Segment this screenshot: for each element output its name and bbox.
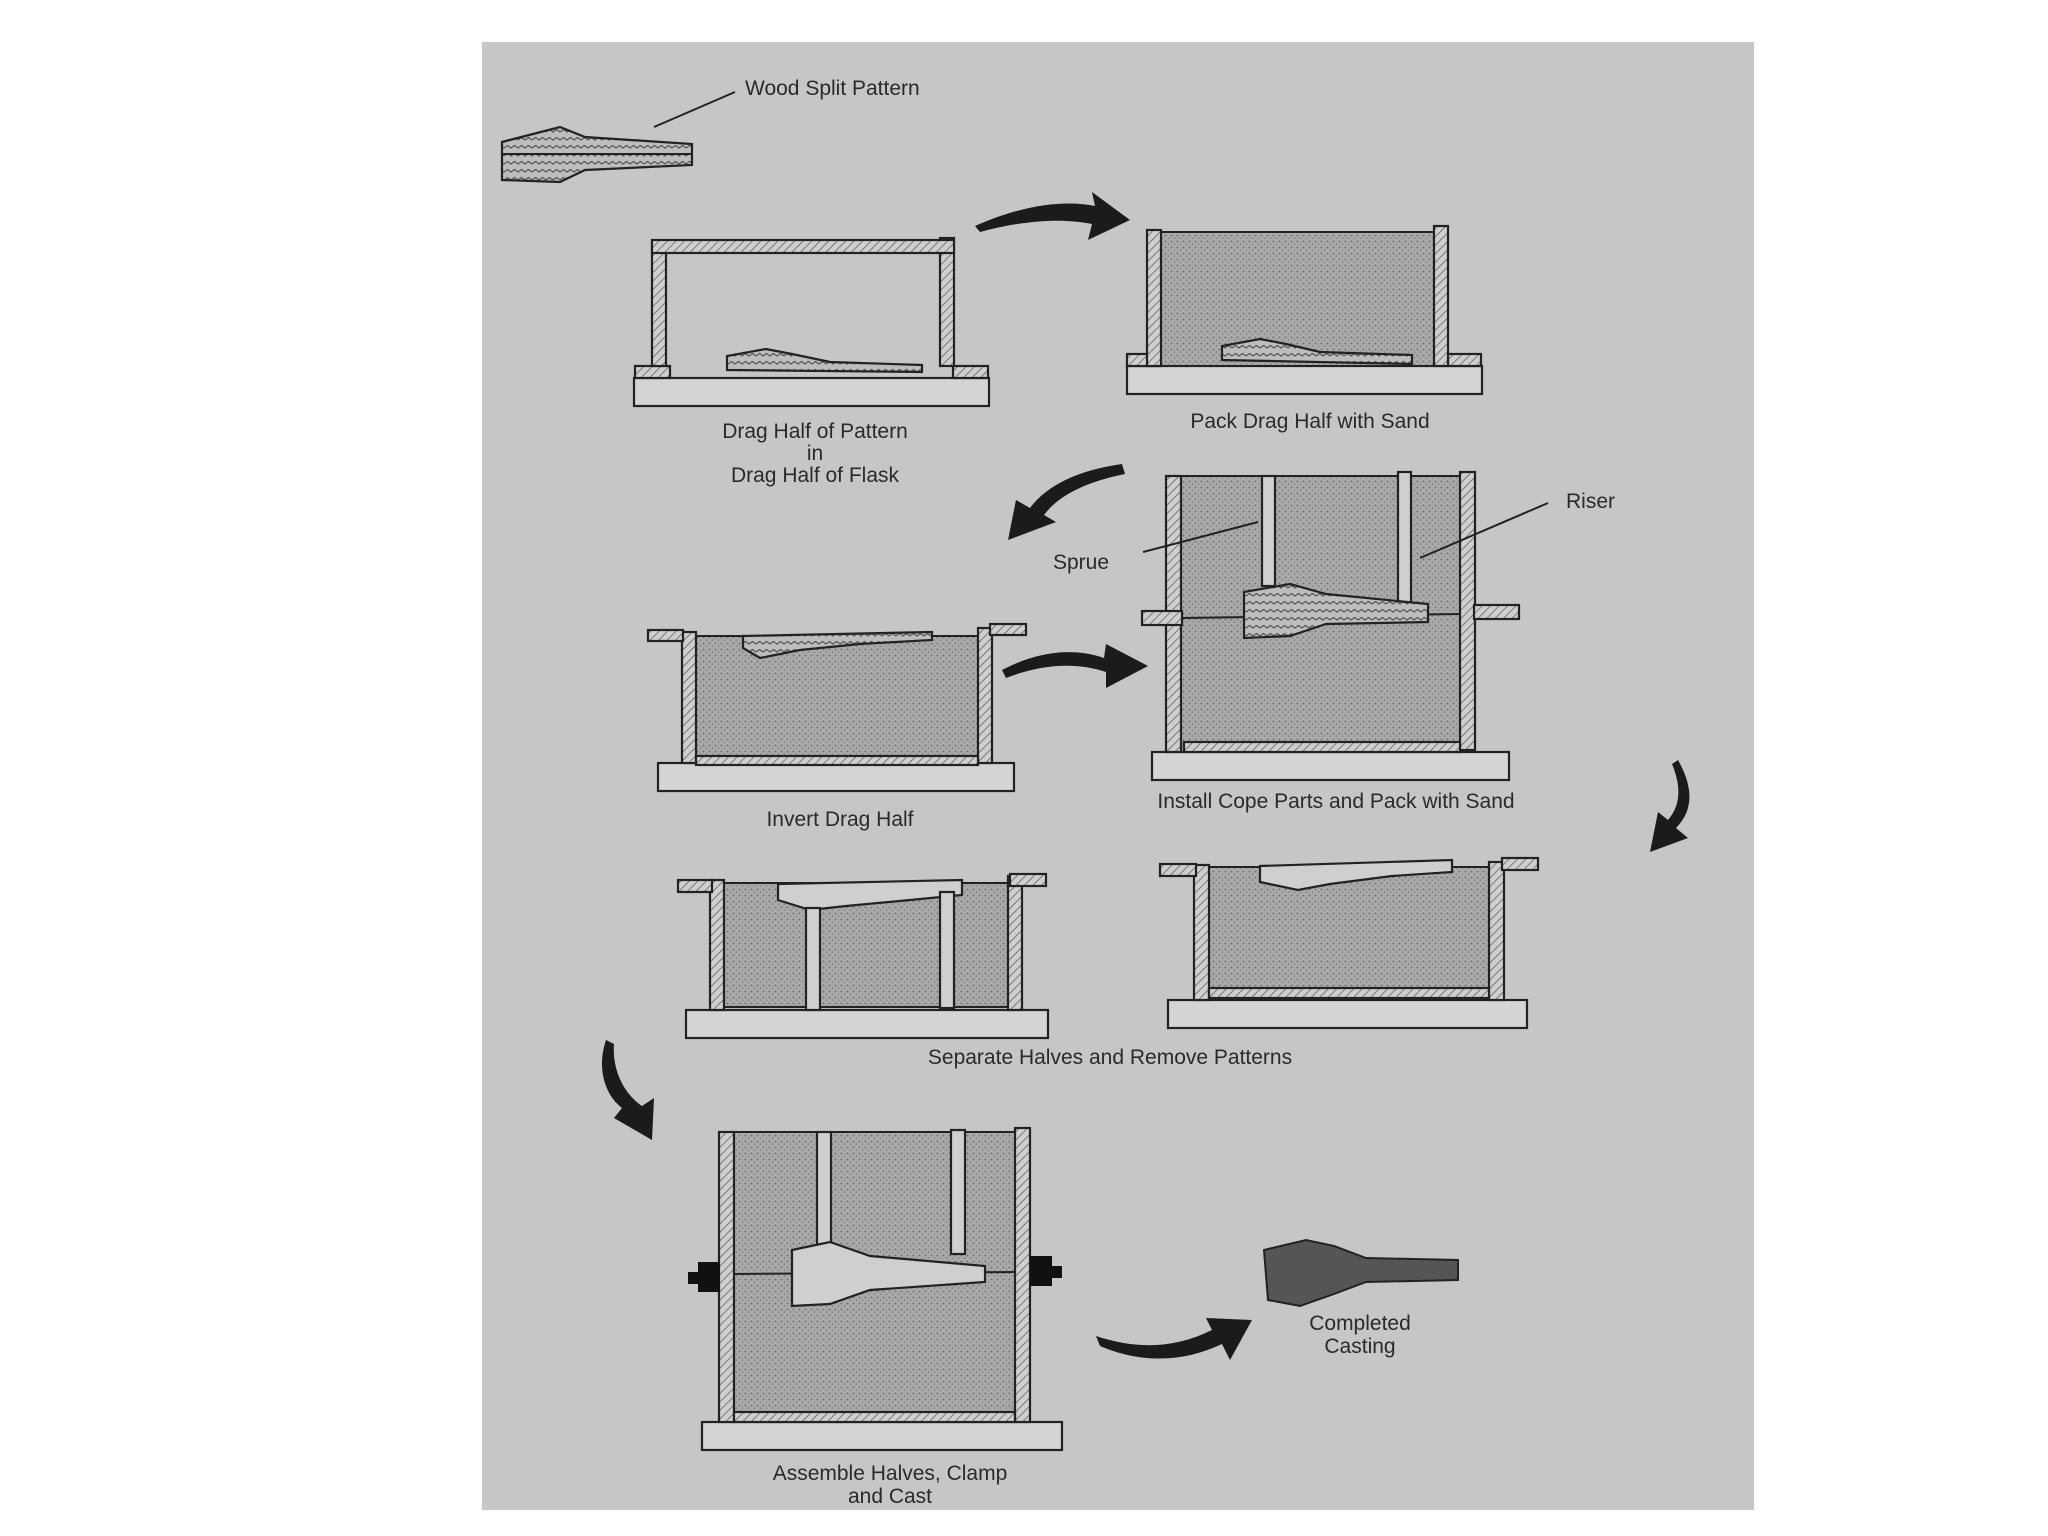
- completed-label-2: Casting: [1324, 1335, 1395, 1358]
- assemble-label-2: and Cast: [848, 1485, 932, 1508]
- drag-half-label-3: Drag Half of Flask: [731, 464, 900, 487]
- sprue-label: Sprue: [1053, 551, 1109, 574]
- separate-cope-figure: [678, 874, 1048, 1038]
- wood-split-pattern-label: Wood Split Pattern: [745, 77, 920, 100]
- pack-drag-half-figure: [1127, 226, 1482, 394]
- riser-label: Riser: [1566, 490, 1615, 513]
- pack-drag-label: Pack Drag Half with Sand: [1190, 410, 1429, 433]
- separate-halves-label: Separate Halves and Remove Patterns: [928, 1046, 1292, 1069]
- completed-label-1: Completed: [1309, 1312, 1411, 1335]
- assemble-label-1: Assemble Halves, Clamp: [773, 1462, 1008, 1485]
- separate-drag-figure: [1160, 858, 1538, 1028]
- install-cope-label: Install Cope Parts and Pack with Sand: [1157, 790, 1514, 813]
- invert-drag-half-figure: [648, 624, 1026, 791]
- invert-drag-label: Invert Drag Half: [766, 808, 913, 831]
- drag-half-label-2: in: [807, 442, 823, 465]
- assemble-halves-figure: [688, 1128, 1062, 1450]
- drag-half-label-1: Drag Half of Pattern: [722, 420, 908, 443]
